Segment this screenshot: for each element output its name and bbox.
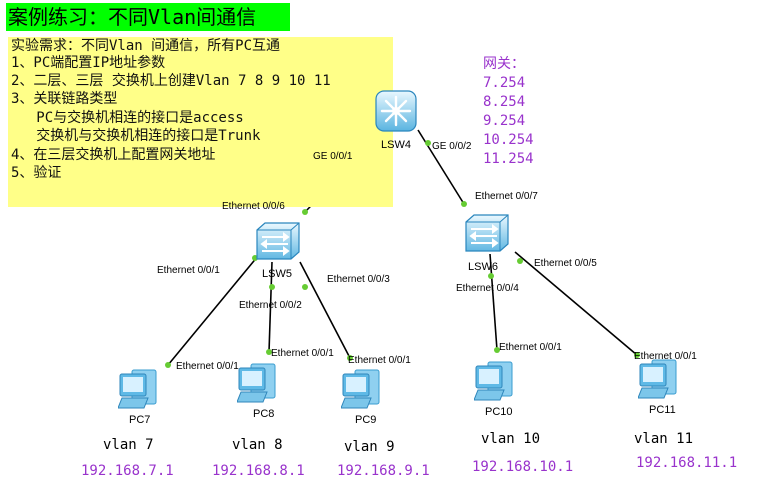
ip-address: 192.168.7.1 (81, 463, 174, 479)
gateway-label: 网关： (483, 56, 525, 72)
port-label: Ethernet 0/0/2 (239, 300, 302, 311)
requirement-line: 1、PC端配置IP地址参数 (11, 55, 166, 71)
port-dot (269, 284, 275, 290)
port-dot (517, 258, 523, 264)
vlan-label: vlan 7 (103, 437, 154, 453)
link-lsw5-pc9 (299, 261, 351, 359)
port-label: Ethernet 0/0/1 (348, 355, 411, 366)
pc-icon[interactable] (341, 368, 383, 412)
requirement-line: 2、二层、三层 交换机上创建Vlan 7 8 9 10 11 (11, 73, 331, 89)
port-label: Ethernet 0/0/7 (475, 191, 538, 202)
port-label: GE 0/0/2 (432, 141, 472, 152)
port-label: Ethernet 0/0/6 (222, 201, 285, 212)
port-dot (634, 352, 640, 358)
l3-switch-icon[interactable] (373, 88, 419, 134)
port-label: Ethernet 0/0/1 (176, 361, 239, 372)
port-label: Ethernet 0/0/3 (327, 274, 390, 285)
vlan-label: vlan 9 (344, 439, 395, 455)
port-label: Ethernet 0/0/5 (534, 258, 597, 269)
link-lsw5-pc8 (268, 261, 273, 353)
requirement-line: 4、在三层交换机上配置网关地址 (11, 147, 216, 163)
port-label: Ethernet 0/0/1 (157, 265, 220, 276)
vlan-label: vlan 11 (634, 431, 694, 447)
pc-icon[interactable] (638, 358, 680, 402)
port-label: GE 0/0/1 (313, 151, 353, 162)
pc-label: PC7 (129, 414, 151, 426)
pc-label: PC9 (355, 414, 377, 426)
switch-label-lsw6: LSW6 (468, 261, 498, 273)
pc-label: PC10 (485, 406, 513, 418)
port-label: Ethernet 0/0/1 (271, 348, 334, 359)
port-dot (302, 209, 308, 215)
requirement-line: 交换机与交换机相连的接口是Trunk (11, 128, 261, 144)
port-dot (461, 201, 467, 207)
l2-switch-icon[interactable] (462, 212, 512, 254)
pc-icon[interactable] (118, 368, 160, 412)
pc-icon[interactable] (237, 362, 279, 406)
port-label: Ethernet 0/0/1 (634, 351, 697, 362)
vlan-label: vlan 8 (232, 437, 283, 453)
requirement-line: 3、关联链路类型 (11, 91, 118, 107)
pc-icon[interactable] (474, 360, 516, 404)
requirements-box: 实验需求：不同Vlan 间通信，所有PC互通 1、PC端配置IP地址参数 2、二… (8, 37, 393, 207)
port-dot (165, 362, 171, 368)
ip-address: 192.168.10.1 (472, 459, 574, 475)
ip-address: 192.168.8.1 (212, 463, 305, 479)
gateway-address: 7.254 (483, 75, 526, 91)
port-label: Ethernet 0/0/4 (456, 283, 519, 294)
page-title: 案例练习：不同Vlan间通信 (6, 3, 290, 31)
switch-label-lsw5: LSW5 (262, 268, 292, 280)
gateway-address: 11.254 (483, 151, 534, 167)
port-dot (347, 355, 353, 361)
switch-label-lsw4: LSW4 (381, 139, 411, 151)
link-lsw6-pc11 (514, 251, 638, 356)
requirement-line: 5、验证 (11, 165, 62, 181)
pc-label: PC11 (649, 404, 676, 416)
port-dot (494, 347, 500, 353)
link-lsw5-pc7 (167, 255, 259, 366)
port-dot (266, 349, 272, 355)
ip-address: 192.168.11.1 (636, 455, 738, 471)
gateway-address: 9.254 (483, 113, 526, 129)
port-dot (488, 273, 494, 279)
pc-label: PC8 (253, 408, 275, 420)
port-dot (302, 284, 308, 290)
vlan-label: vlan 10 (481, 431, 541, 447)
gateway-address: 10.254 (483, 132, 534, 148)
requirement-line: PC与交换机相连的接口是access (11, 110, 244, 126)
l2-switch-icon[interactable] (253, 220, 303, 262)
gateway-address: 8.254 (483, 94, 526, 110)
requirement-line: 实验需求：不同Vlan 间通信，所有PC互通 (11, 38, 281, 54)
link-lsw6-pc10 (489, 253, 498, 351)
port-label: Ethernet 0/0/1 (499, 342, 562, 353)
port-dot (425, 140, 431, 146)
ip-address: 192.168.9.1 (337, 463, 430, 479)
